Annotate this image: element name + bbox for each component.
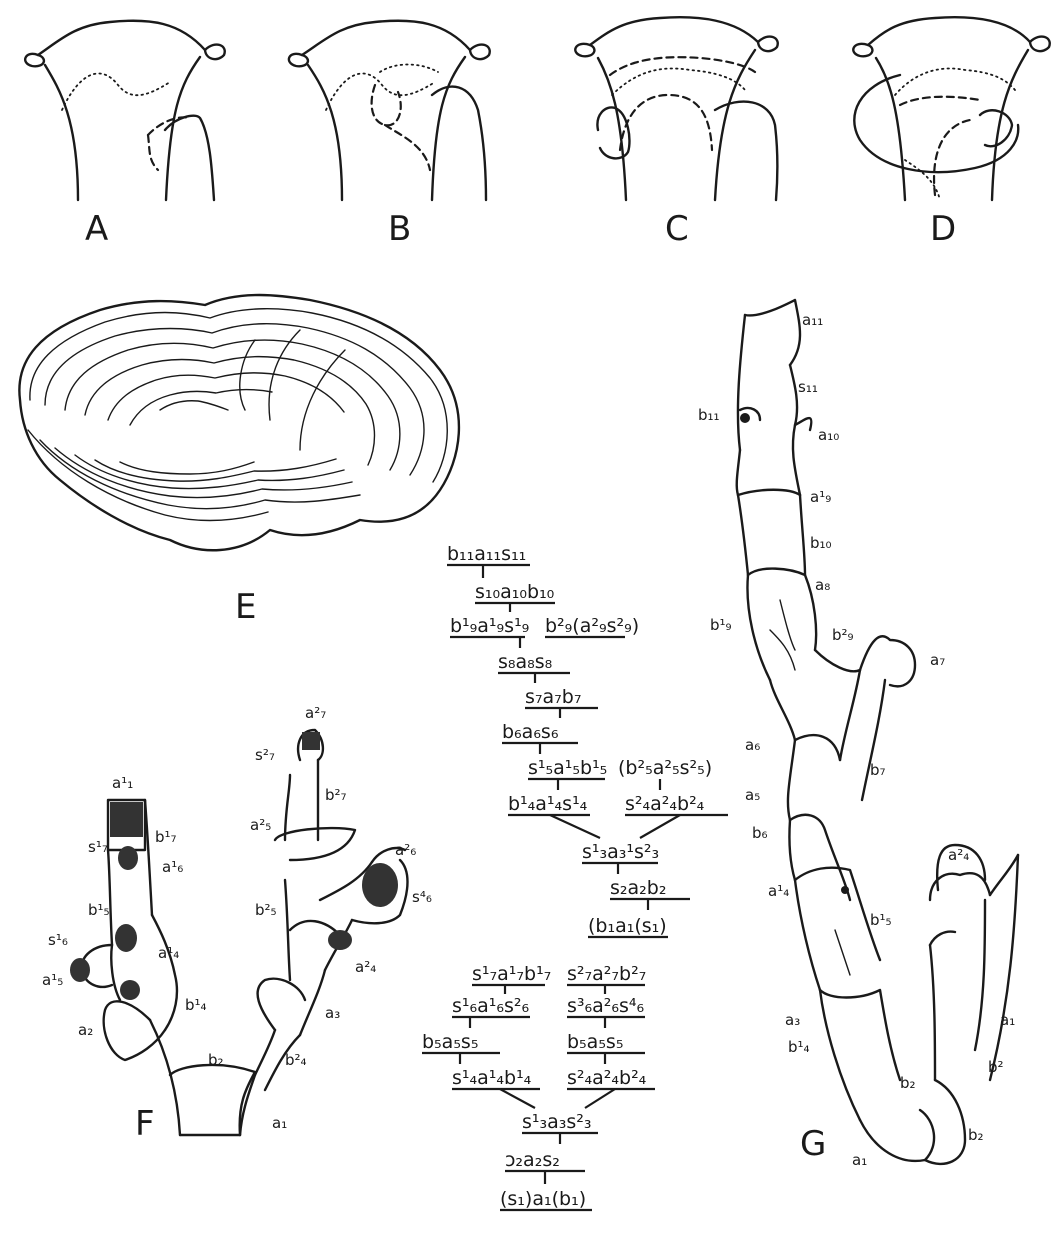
label-g-b6: b₆ [752,824,768,842]
label-g-a8: a₈ [815,576,830,594]
label-f-a1: a₁ [272,1114,287,1132]
panel-label-a: A [85,209,108,249]
tree-upper-row-10: s₂a₂b₂ [610,877,666,899]
tree-lower-row-4b: s²₄a²₄b²₄ [567,1067,647,1089]
label-f-a6-2: a²₆ [395,841,416,859]
label-f-a4-2: a²₄ [355,958,376,976]
panel-d-drawing [853,17,1049,200]
label-g-b11: b₁₁ [698,406,720,424]
panel-g-pore [841,886,849,894]
label-f-b7-2: b²₇ [325,786,347,804]
tree-upper-row-7b: (b²₅a²₅s²₅) [618,757,712,779]
tree-upper-row-11: (b₁a₁(s₁) [588,915,667,937]
label-f-a3: a₃ [325,1004,340,1022]
label-f-b7-1: b¹₇ [155,828,177,846]
label-f-a7-2: a²₇ [305,704,326,722]
panel-label-b: B [388,209,411,249]
panel-label-f: F [135,1104,155,1144]
label-g-b2-sup: b² [988,1058,1004,1076]
panel-b-drawing [289,21,490,200]
panel-g-labels: a₁₁ s₁₁ b₁₁ a₁₀ a¹₉ b₁₀ a₈ b¹₉ b²₉ a₇ a₆… [698,311,1015,1169]
label-g-b10: b₁₀ [810,534,832,552]
label-f-a6-1: a¹₆ [162,858,183,876]
label-g-b2: b₂ [900,1074,916,1092]
label-g-a10: a₁₀ [818,426,839,444]
panel-g-pore-upper [740,413,750,423]
panel-label-e: E [235,587,256,627]
panel-label-g: G [800,1124,826,1164]
label-f-a1-1: a¹₁ [112,774,133,792]
label-f-s7-2: s²₇ [255,746,275,764]
tree-upper-row-3b: b²₉(a²₉s²₉) [545,615,639,637]
tree-lower-row-5: s¹₃a₃s²₃ [522,1111,592,1133]
tree-lower: s¹₇a¹₇b¹₇ s²₇a²₇b²₇ s¹₆a¹₆s²₆ s³₆a²₆s⁴₆ … [422,963,655,1210]
label-g-a5: a₅ [745,786,760,804]
tree-lower-row-1a: s¹₇a¹₇b¹₇ [472,963,551,985]
label-f-s7-1: s¹₇ [88,838,108,856]
label-g-a9-1: a¹₉ [810,488,831,506]
tree-lower-row-1b: s²₇a²₇b²₇ [567,963,646,985]
label-g-b2-bottom: b₂ [968,1126,984,1144]
label-g-b4-1: b¹₄ [788,1038,810,1056]
tree-lower-row-2a: s¹₆a¹₆s²₆ [452,995,529,1017]
tree-upper-row-4: s₈a₈s₈ [498,651,552,673]
panel-label-d: D [930,209,956,249]
label-f-a5-2: a²₅ [250,816,271,834]
tree-lower-row-6: ɔ₂a₂s₂ [505,1149,560,1171]
panel-c-drawing [575,17,777,200]
label-g-b9-2: b²₉ [832,626,854,644]
label-f-s6-1: s¹₆ [48,931,68,949]
panel-label-c: C [665,209,689,249]
tree-upper-row-1: b₁₁a₁₁s₁₁ [447,543,526,565]
tree-upper-row-7a: s¹₅a¹₅b¹₅ [528,757,607,779]
label-g-b9-1: b¹₉ [710,616,732,634]
label-f-a4-1: a¹₄ [158,944,179,962]
label-g-a3: a₃ [785,1011,800,1029]
label-f-b4-2: b²₄ [285,1051,307,1069]
label-g-a1: a₁ [852,1151,867,1169]
label-g-a1-right: a₁ [1000,1011,1015,1029]
tree-lower-row-4a: s¹₄a¹₄b¹₄ [452,1067,532,1089]
tree-upper-row-3a: b¹₉a¹₉s¹₉ [450,615,529,637]
tree-upper-row-6: b₆a₆s₆ [502,721,558,743]
label-f-b5-1: b¹₅ [88,901,110,919]
tree-upper-row-9: s¹₃a₃¹s²₃ [582,841,659,863]
label-f-b2: b₂ [208,1051,224,1069]
tree-upper-row-2: s₁₀a₁₀b₁₀ [475,581,554,603]
label-f-a2: a₂ [78,1021,93,1039]
tree-lower-row-7: (s₁)a₁(b₁) [500,1188,586,1210]
label-f-b5-2: b²₅ [255,901,277,919]
label-g-b7: b₇ [870,761,886,779]
tree-upper-row-8b: s²₄a²₄b²₄ [625,793,705,815]
label-g-s11: s₁₁ [798,378,818,396]
tree-upper: b₁₁a₁₁s₁₁ s₁₀a₁₀b₁₀ b¹₉a¹₉s¹₉ b²₉(a²₉s²₉… [447,543,728,937]
label-f-b4-1: b¹₄ [185,996,207,1014]
tree-upper-row-5: s₇a₇b₇ [525,686,581,708]
label-g-a11: a₁₁ [802,311,823,329]
label-g-a4-1: a¹₄ [768,882,789,900]
label-g-a4-2: a²₄ [948,846,969,864]
label-g-a6: a₆ [745,736,760,754]
panel-a-drawing [25,21,225,200]
panel-e-drawing [19,295,459,550]
tree-lower-row-2b: s³₆a²₆s⁴₆ [567,995,644,1017]
label-g-b5-1: b¹₅ [870,911,892,929]
tree-lower-row-3b: b₅a₅s₅ [567,1031,623,1053]
label-g-a7: a₇ [930,651,945,669]
tree-lower-row-3a: b₅a₅s₅ [422,1031,478,1053]
tree-upper-row-8a: b¹₄a¹₄s¹₄ [508,793,588,815]
panel-g-drawing [737,300,1018,1164]
label-f-a5-1: a¹₅ [42,971,63,989]
label-f-s6-4: s⁴₆ [412,888,432,906]
